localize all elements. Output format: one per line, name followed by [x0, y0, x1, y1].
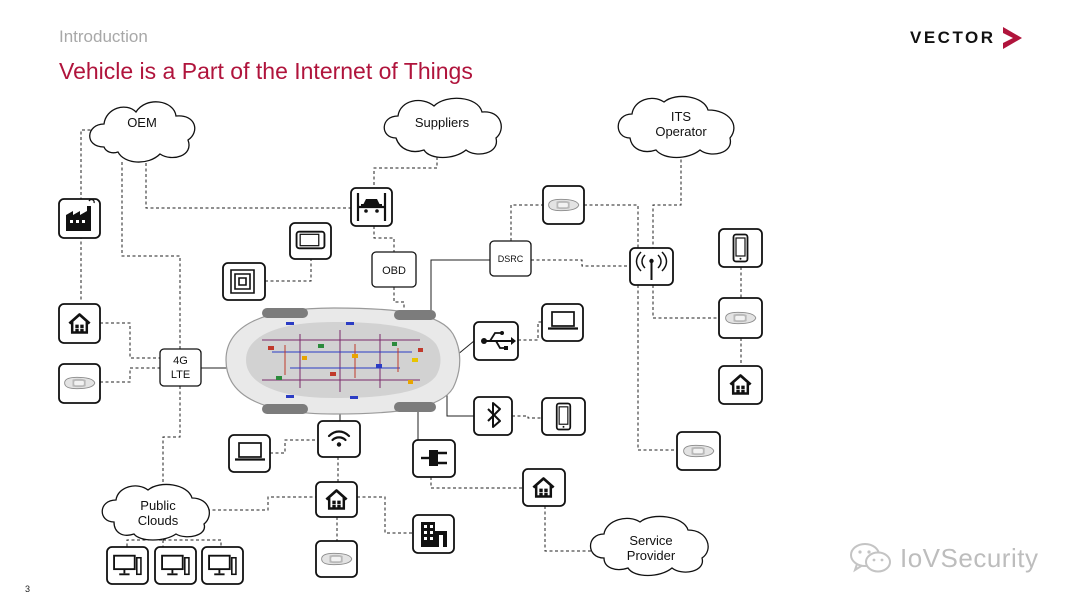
- car-icon-right: [718, 297, 763, 339]
- car-icon-bottom-right: [676, 431, 721, 471]
- car-icon-bottom: [315, 540, 358, 578]
- cloud-its-line1: ITS: [671, 109, 692, 124]
- laptop-icon-left: [228, 434, 271, 473]
- cloud-service-line1: Service: [629, 533, 672, 548]
- house-icon-center: [315, 481, 358, 518]
- factory-icon: [58, 198, 101, 239]
- cloud-service-provider: Service Provider: [589, 515, 709, 577]
- page-number: 3: [25, 584, 31, 594]
- desktop-icon-3: [201, 546, 244, 585]
- car-icon-top: [542, 185, 585, 225]
- cloud-its-operator: ITS Operator: [617, 95, 735, 159]
- house-icon-service: [522, 468, 566, 507]
- bluetooth-icon: [473, 396, 513, 436]
- cloud-public-line2: Clouds: [138, 513, 179, 528]
- laptop-icon-right: [541, 303, 584, 342]
- phone-icon-middle: [541, 397, 586, 436]
- lte-line1: 4G: [173, 355, 188, 367]
- box-obd: OBD: [371, 251, 417, 288]
- cloud-oem-label: OEM: [127, 115, 157, 130]
- box-dsrc: DSRC: [489, 240, 532, 277]
- logo-chevron-icon: [1002, 27, 1022, 49]
- cloud-suppliers: Suppliers: [383, 97, 502, 159]
- box-4g-lte: 4G LTE: [159, 348, 202, 387]
- tablet-icon: [289, 222, 332, 260]
- desktop-icon-1: [106, 546, 149, 585]
- section-label: Introduction: [59, 27, 148, 46]
- phone-icon-top: [718, 228, 763, 268]
- car-icon-left: [58, 363, 101, 404]
- car-lift-icon: [350, 187, 393, 227]
- chip-icon: [222, 262, 266, 301]
- house-icon-left: [58, 303, 101, 344]
- slide-title: Vehicle is a Part of the Internet of Thi…: [59, 58, 473, 84]
- cloud-public-clouds: Public Clouds: [101, 483, 210, 541]
- cloud-oem: OEM: [89, 101, 196, 163]
- usb-icon: [473, 321, 519, 361]
- watermark: IoVSecurity: [848, 540, 1038, 576]
- car-top-view: [225, 307, 461, 415]
- wifi-icon: [317, 420, 361, 458]
- office-building-icon: [412, 514, 455, 554]
- watermark-text: IoVSecurity: [900, 542, 1039, 573]
- antenna-icon: [629, 247, 674, 286]
- house-icon-right: [718, 365, 763, 405]
- vector-logo: VECTOR: [910, 26, 1024, 50]
- cloud-its-line2: Operator: [655, 124, 707, 139]
- obd-label: OBD: [382, 265, 406, 277]
- wechat-icon: [850, 543, 891, 573]
- cloud-service-line2: Provider: [627, 548, 676, 563]
- logo-text: VECTOR: [910, 28, 996, 47]
- cloud-public-line1: Public: [140, 498, 176, 513]
- plug-icon: [412, 439, 456, 478]
- cloud-suppliers-label: Suppliers: [415, 115, 470, 130]
- lte-line2: LTE: [171, 369, 190, 381]
- desktop-icon-2: [154, 546, 197, 585]
- dsrc-label: DSRC: [498, 254, 524, 264]
